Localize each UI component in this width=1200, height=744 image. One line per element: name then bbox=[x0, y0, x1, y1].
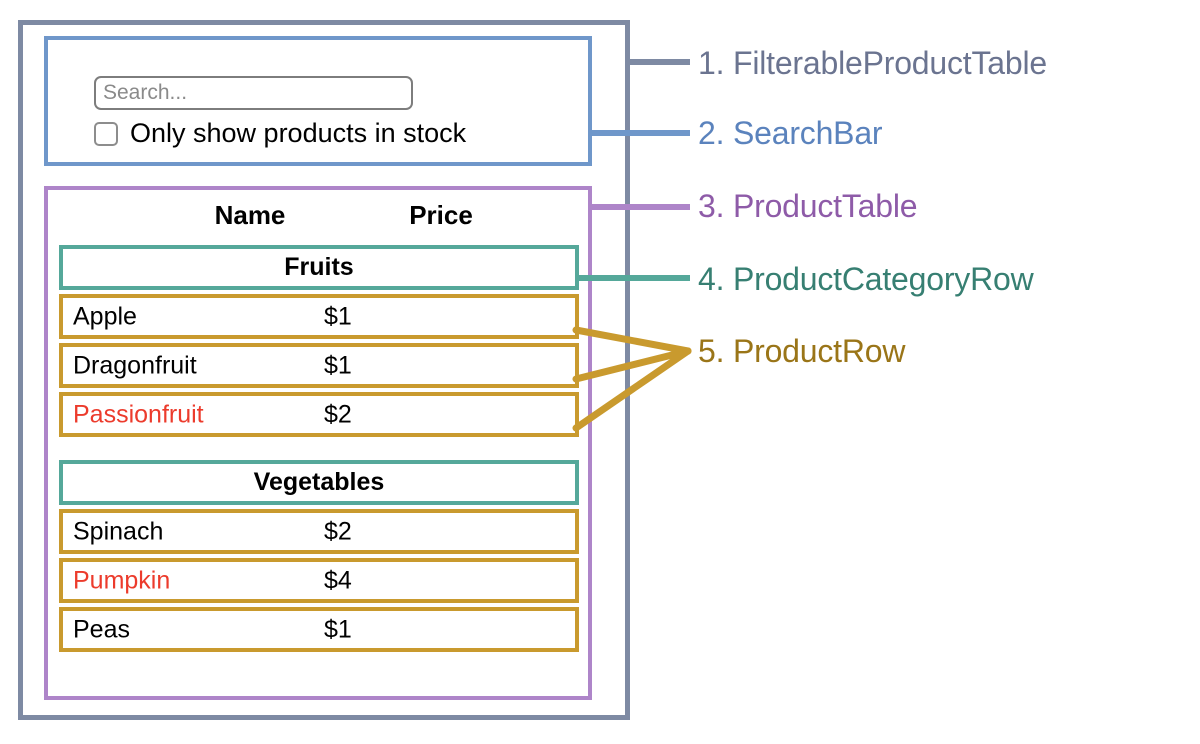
product-row: Apple $1 bbox=[59, 294, 579, 339]
product-price: $1 bbox=[324, 615, 352, 643]
product-price: $2 bbox=[324, 517, 352, 545]
product-name: Peas bbox=[73, 615, 130, 643]
in-stock-checkbox-label: Only show products in stock bbox=[130, 118, 467, 148]
product-name: Apple bbox=[73, 302, 137, 330]
search-bar-container: Only show products in stock bbox=[44, 36, 592, 166]
product-category-row: Fruits bbox=[59, 245, 579, 290]
annotation-label-product-category-row: 4. ProductCategoryRow bbox=[698, 261, 1034, 297]
column-header-price: Price bbox=[409, 200, 473, 230]
product-row: Pumpkin $4 bbox=[59, 558, 579, 603]
column-header-name: Name bbox=[214, 200, 286, 230]
product-row: Spinach $2 bbox=[59, 509, 579, 554]
annotation-label-product-table: 3. ProductTable bbox=[698, 188, 918, 224]
product-category-label: Fruits bbox=[284, 253, 354, 281]
in-stock-filter-row[interactable]: Only show products in stock bbox=[94, 120, 466, 147]
product-name: Spinach bbox=[73, 517, 164, 545]
product-category-label: Vegetables bbox=[253, 468, 385, 496]
product-table-container: Name Price Fruits Apple $1 Dragonfruit $… bbox=[44, 186, 592, 700]
search-input[interactable] bbox=[94, 76, 413, 110]
product-price: $1 bbox=[324, 302, 352, 330]
product-name: Passionfruit bbox=[73, 400, 204, 428]
product-name: Pumpkin bbox=[73, 566, 171, 594]
product-price: $1 bbox=[324, 351, 352, 379]
product-row: Peas $1 bbox=[59, 607, 579, 652]
product-price: $4 bbox=[324, 566, 352, 594]
annotation-label-filterable-product-table: 1. FilterableProductTable bbox=[698, 45, 1047, 81]
product-category-row: Vegetables bbox=[59, 460, 579, 505]
product-name: Dragonfruit bbox=[73, 351, 197, 379]
product-price: $2 bbox=[324, 400, 352, 428]
product-row: Passionfruit $2 bbox=[59, 392, 579, 437]
annotation-label-search-bar: 2. SearchBar bbox=[698, 115, 883, 151]
section-spacer bbox=[59, 441, 579, 460]
product-table-body: Fruits Apple $1 Dragonfruit $1 Passionfr… bbox=[59, 245, 579, 656]
product-row: Dragonfruit $1 bbox=[59, 343, 579, 388]
in-stock-checkbox[interactable] bbox=[94, 121, 118, 146]
annotation-label-product-row: 5. ProductRow bbox=[698, 333, 906, 369]
product-table-header-row: Name Price bbox=[48, 196, 588, 240]
